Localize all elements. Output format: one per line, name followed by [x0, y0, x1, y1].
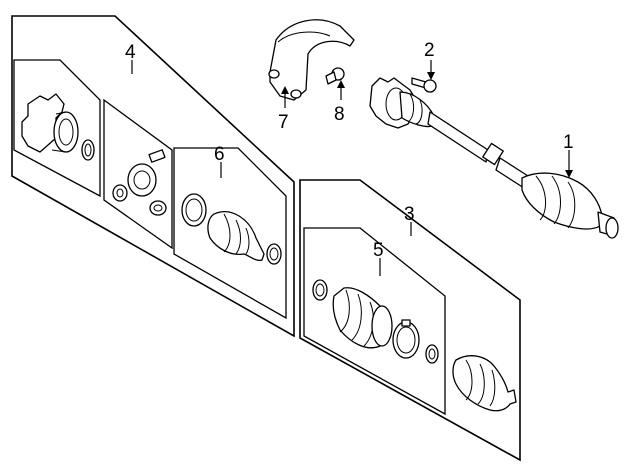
circlip-small-left: [81, 139, 95, 161]
callout-7: 7: [278, 112, 289, 133]
boot-clamp-small-6: [266, 243, 282, 265]
outer-cv-joint-3: [452, 355, 517, 412]
leader-lines: [131, 60, 573, 276]
boot-clamp-small-5: [312, 279, 328, 301]
callout-3: 3: [404, 204, 415, 225]
callout-6: 6: [214, 144, 225, 165]
callout-4: 4: [125, 42, 136, 63]
cv-boot-5: [332, 287, 393, 349]
callout-2: 2: [424, 40, 435, 61]
axle-shaft-assembly: [369, 77, 619, 239]
tripod-spider: [112, 149, 167, 216]
heat-shield-7: [268, 19, 355, 101]
cv-boot-6: [207, 211, 265, 262]
bolt-2: [411, 77, 437, 93]
callout-8: 8: [334, 104, 345, 125]
circlip-5: [425, 344, 439, 364]
boot-clamp-large-5: [392, 319, 420, 359]
boot-clamp-large-6: [181, 193, 207, 227]
callout-5: 5: [373, 240, 384, 261]
inner-joint-housing: [21, 93, 79, 153]
callout-1: 1: [563, 132, 574, 153]
bolt-8: [325, 67, 345, 85]
